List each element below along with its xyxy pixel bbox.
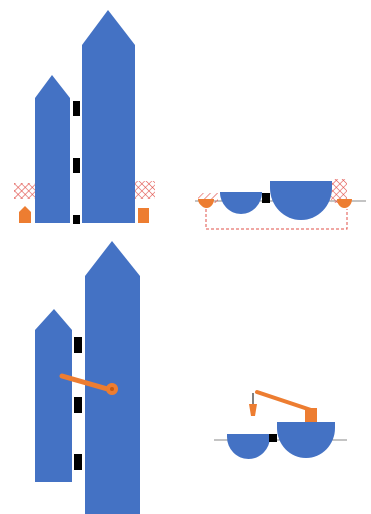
orange-base-left — [19, 206, 31, 223]
hatch-anchor-right-cross — [331, 179, 347, 203]
big-hull-body — [270, 181, 332, 220]
small-hull-body — [220, 192, 262, 214]
hatch-anchor-left-cross — [14, 183, 38, 199]
connector-block — [73, 158, 80, 173]
crane-base — [305, 408, 317, 422]
connector-block — [73, 101, 80, 116]
connector-block — [269, 434, 277, 442]
hatch-anchor-left — [198, 193, 218, 203]
connector-block — [74, 337, 82, 353]
connector-block — [262, 193, 270, 203]
crane-boom — [255, 390, 313, 412]
connector-block — [74, 397, 82, 413]
small-hull-body — [227, 434, 270, 459]
orange-base-right — [138, 208, 149, 223]
panel-bottom-right — [214, 390, 347, 459]
panel-bottom-left — [35, 241, 140, 514]
lever-arm — [59, 373, 114, 393]
big-hull-body — [277, 422, 335, 458]
hatch-anchor-right-cross — [133, 181, 155, 199]
lever-pivot-center — [110, 387, 114, 391]
panel-top-right — [195, 179, 366, 230]
short-tower — [35, 75, 70, 223]
panel-top-left — [14, 10, 155, 224]
orange-float-left-body — [199, 199, 214, 208]
short-tower — [35, 309, 72, 482]
crane-hook-load — [249, 404, 257, 416]
tall-tower — [82, 10, 135, 223]
connector-block — [74, 454, 82, 470]
orange-float-right-body — [337, 199, 352, 208]
connector-block — [73, 215, 80, 224]
tall-tower — [85, 241, 140, 514]
dashed-connection — [205, 209, 348, 230]
